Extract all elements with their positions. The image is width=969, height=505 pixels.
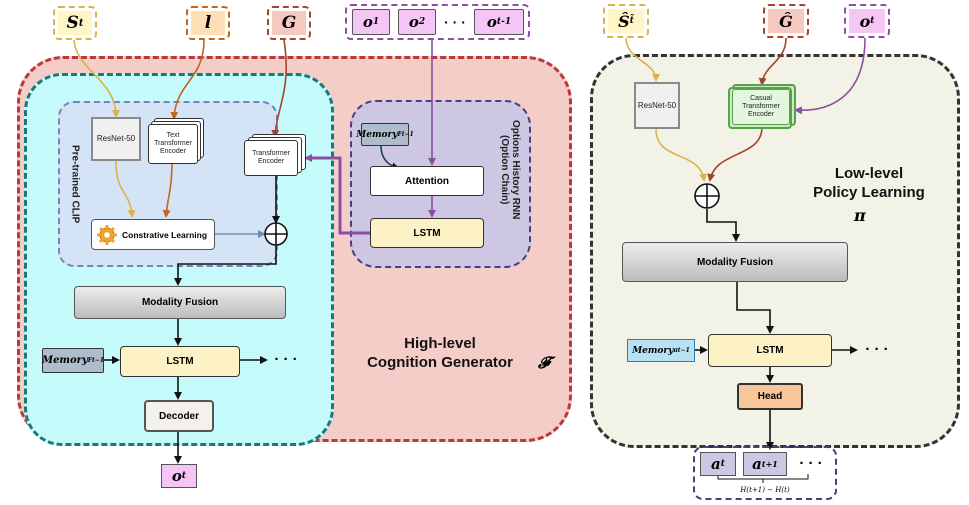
input-g-hat: Ĝ: [763, 4, 809, 38]
actions-output: [693, 446, 837, 500]
clip-title: Pre-trained CLIP: [69, 144, 81, 224]
constrative-learning-box: Constrative Learning: [91, 219, 215, 250]
options-dots: · · ·: [444, 14, 466, 30]
gear-icon: [97, 224, 117, 245]
input-l: l: [186, 6, 230, 40]
arrow-plus-fusion: [174, 246, 277, 286]
arrow-plus-fusion-right: [706, 209, 740, 242]
arrow-shat-resnet: [625, 37, 660, 82]
arrow-resnet-constrative: [115, 160, 136, 218]
arrow-history-transformer: [304, 154, 370, 235]
low-level-symbol: π: [854, 206, 866, 225]
arrow-fusion-lstm-right: [736, 282, 774, 334]
modality-fusion-left: Modality Fusion: [74, 286, 286, 319]
options-input: [345, 4, 530, 40]
head-box: Head: [737, 383, 803, 410]
plus-circle-left: [264, 222, 288, 246]
history-title: Options History RNN(Option Chain): [499, 120, 521, 220]
arrow-ghat-causal: [758, 37, 787, 86]
horizon-brace: [717, 474, 809, 483]
modality-fusion-right: Modality Fusion: [622, 242, 848, 282]
arrow-causal-plus: [707, 126, 763, 182]
lstm-left-dots: · · ·: [274, 350, 298, 368]
arrow-l-text-encoder: [170, 39, 205, 120]
arrow-memory-attention: [380, 145, 400, 171]
arrow-resnet-plus: [655, 128, 708, 182]
clip-resnet: ResNet-50: [91, 117, 141, 161]
arrow-g-transformer: [271, 39, 288, 138]
horizon-label: H(t+1) − H(t): [740, 486, 790, 494]
lstm-left: LSTM: [120, 346, 240, 377]
actions-dots: · · ·: [799, 454, 823, 472]
resnet-right: ResNet-50: [634, 82, 680, 129]
arrow-st-resnet: [73, 39, 120, 118]
plus-circle-right: [694, 183, 720, 209]
lstm-right-dots: · · ·: [865, 340, 889, 358]
lstm-right: LSTM: [708, 334, 832, 367]
arrow-ot-causal: [794, 37, 866, 115]
input-g: G: [267, 6, 311, 40]
history-lstm: LSTM: [370, 218, 484, 248]
arrow-textenc-constrative: [162, 159, 173, 218]
high-level-symbol: 𝓕: [538, 353, 550, 372]
decoder-box: Decoder: [144, 400, 214, 432]
attention-box: Attention: [370, 166, 484, 196]
